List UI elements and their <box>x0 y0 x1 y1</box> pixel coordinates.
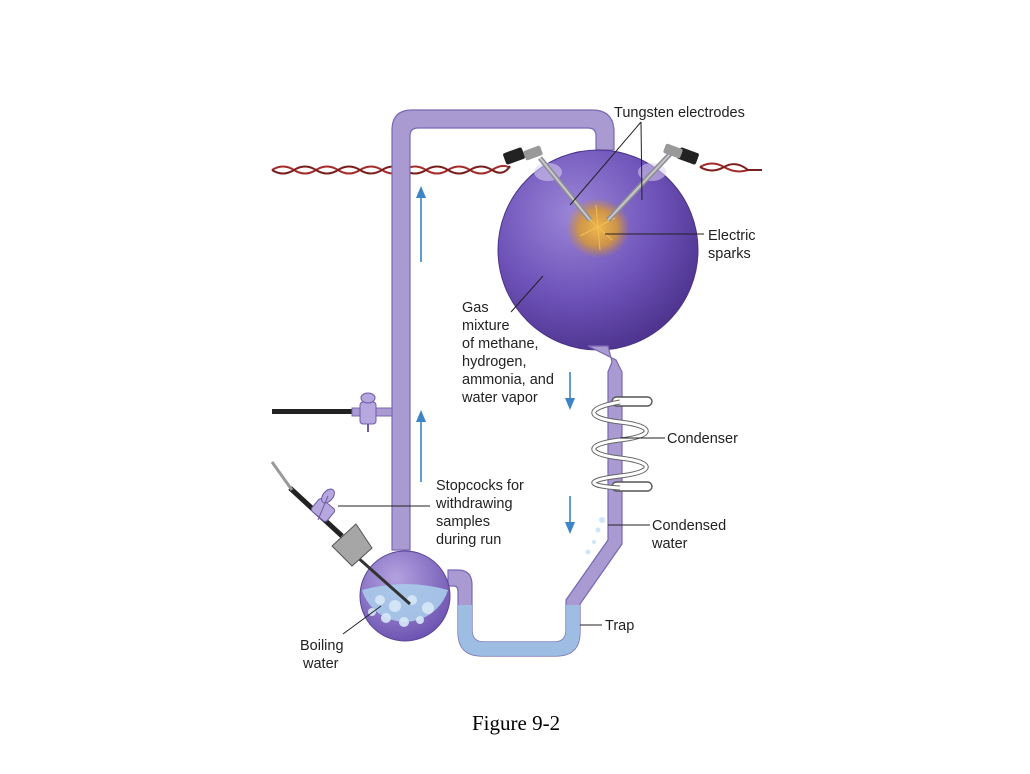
leader-lines <box>338 121 704 635</box>
left-wire <box>271 164 511 175</box>
flow-arrows <box>416 186 575 534</box>
label-tungsten-electrodes: Tungsten electrodes <box>614 105 745 121</box>
condenser-coil <box>591 396 653 492</box>
lower-stopcock <box>310 488 336 522</box>
label-boiling-water: Boiling water <box>300 638 348 672</box>
label-condenser: Condenser <box>667 431 738 447</box>
label-trap: Trap <box>605 618 634 634</box>
condensed-water-droplets <box>585 517 605 555</box>
figure-caption: Figure 9-2 <box>472 711 560 735</box>
label-gas-mixture: Gas mixture of methane, hydrogen, ammoni… <box>461 300 558 406</box>
trap-water <box>458 605 580 656</box>
label-condensed-water: Condensed water <box>651 518 730 552</box>
label-electric-sparks: Electric sparks <box>708 228 760 262</box>
rubber-stopper <box>331 523 373 567</box>
right-electrode <box>606 143 699 222</box>
label-stopcocks: Stopcocks for withdrawing samples during… <box>435 478 528 548</box>
right-wire <box>699 162 762 173</box>
left-electrode <box>503 145 592 222</box>
upper-stopcock <box>272 392 393 432</box>
